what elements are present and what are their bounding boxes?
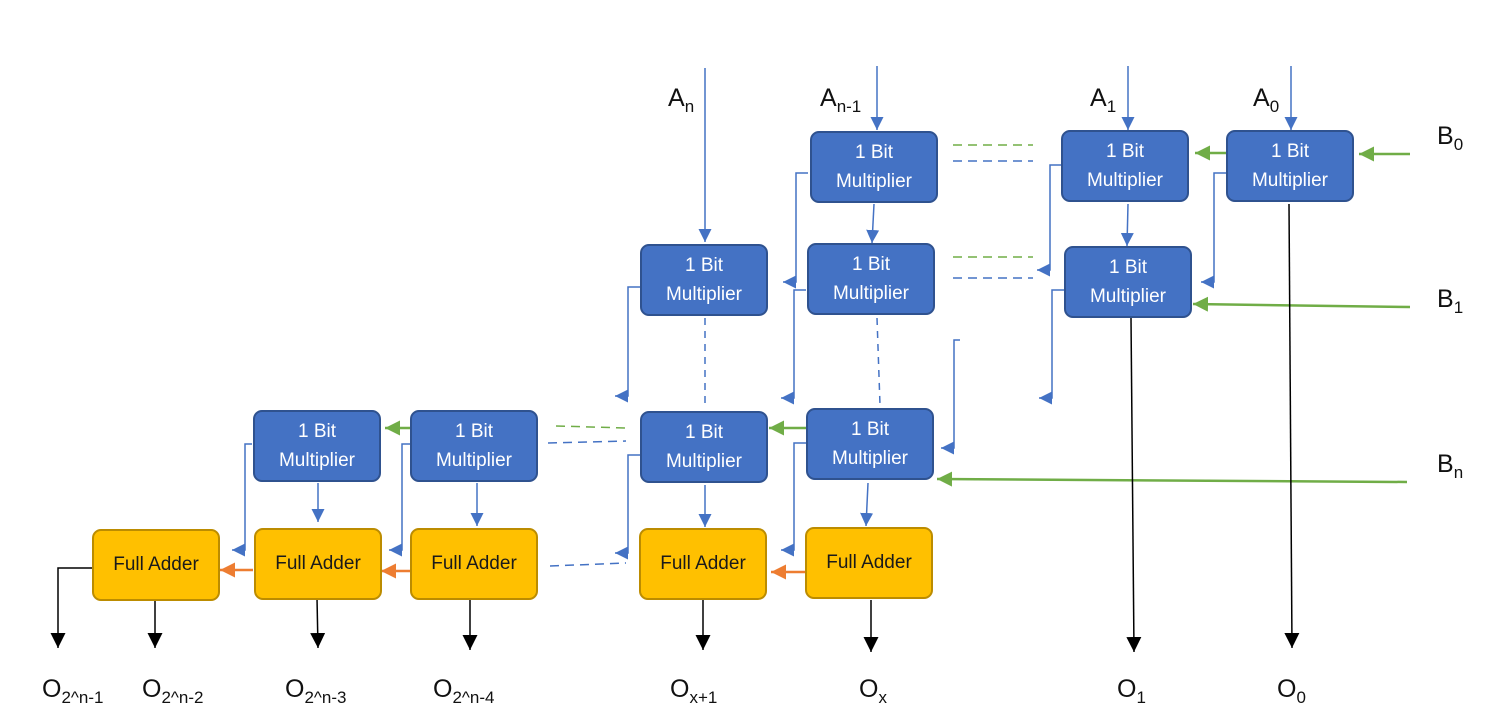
multiplier-label-line2: Multiplier <box>665 451 743 472</box>
full-adder-block: Full Adder <box>805 527 933 599</box>
multiplier-label-line2: Multiplier <box>665 284 743 305</box>
output-label: O1 <box>1117 675 1146 707</box>
multiplier-block: 1 Bit Multiplier <box>253 410 381 482</box>
multiplier-label-line2: Multiplier <box>278 450 356 471</box>
multiplier-label-line2: Multiplier <box>832 283 910 304</box>
output-label: O0 <box>1277 675 1306 707</box>
carry-wires <box>232 164 1228 560</box>
input-a-label: An <box>668 84 695 116</box>
multiplier-block: 1 Bit Multiplier <box>1061 130 1189 202</box>
multiplier-label-line1: 1 Bit <box>1108 257 1148 278</box>
multiplier-label-line2: Multiplier <box>835 171 913 192</box>
full-adder-block: Full Adder <box>410 528 538 600</box>
output-label: O2^n-1 <box>42 675 104 707</box>
dashed-vertical-wires <box>704 317 881 408</box>
multiplier-label-line1: 1 Bit <box>850 419 890 440</box>
input-a-label: An-1 <box>820 84 862 116</box>
multiplier-label-line1: 1 Bit <box>297 421 337 442</box>
multiplier-label-line2: Multiplier <box>1089 286 1167 307</box>
b-input-wires <box>385 145 1411 487</box>
full-adder-label: Full Adder <box>660 553 746 574</box>
full-adder-block: Full Adder <box>92 529 220 601</box>
multiplier-block: 1 Bit Multiplier <box>1226 130 1354 202</box>
multiplier-label-line1: 1 Bit <box>851 254 891 275</box>
input-a-label: A0 <box>1253 84 1280 116</box>
multiplier-block: 1 Bit Multiplier <box>806 408 934 480</box>
multiplier-block: 1 Bit Multiplier <box>810 131 938 203</box>
multiplier-label-line2: Multiplier <box>1086 170 1164 191</box>
output-label: Ox+1 <box>670 675 718 707</box>
multiplier-label-line2: Multiplier <box>435 450 513 471</box>
input-b-label: Bn <box>1437 450 1464 482</box>
multiplier-block: 1 Bit Multiplier <box>807 243 935 315</box>
output-label: O2^n-3 <box>285 675 347 707</box>
multiplier-label-line1: 1 Bit <box>454 421 494 442</box>
output-wires <box>50 203 1300 653</box>
multiplier-block: 1 Bit Multiplier <box>640 411 768 483</box>
full-adder-block: Full Adder <box>254 528 382 600</box>
output-label: O2^n-2 <box>142 675 204 707</box>
multiplier-block: 1 Bit Multiplier <box>1064 246 1192 318</box>
output-label: Ox <box>859 675 887 707</box>
input-b-label: B0 <box>1437 122 1464 154</box>
full-adder-label: Full Adder <box>826 552 912 573</box>
multiplier-label-line2: Multiplier <box>831 448 909 469</box>
input-a-label: A1 <box>1090 84 1117 116</box>
input-b-label: B1 <box>1437 285 1464 317</box>
multiplier-block: 1 Bit Multiplier <box>640 244 768 316</box>
adder-carry-wires <box>220 562 805 580</box>
multiplier-label-line1: 1 Bit <box>1105 141 1145 162</box>
vertical-blue-wires <box>311 203 1134 527</box>
a-input-wires <box>698 66 1298 242</box>
multiplier-label-line1: 1 Bit <box>684 422 724 443</box>
output-label: O2^n-4 <box>433 675 495 707</box>
dashed-horizontal-wires <box>547 144 1033 567</box>
multiplier-block: 1 Bit Multiplier <box>410 410 538 482</box>
multiplier-label-line1: 1 Bit <box>1270 141 1310 162</box>
full-adder-label: Full Adder <box>113 554 199 575</box>
multiplier-label-line1: 1 Bit <box>854 142 894 163</box>
multiplier-label-line2: Multiplier <box>1251 170 1329 191</box>
multiplier-label-line1: 1 Bit <box>684 255 724 276</box>
full-adder-label: Full Adder <box>431 553 517 574</box>
full-adder-block: Full Adder <box>639 528 767 600</box>
full-adder-label: Full Adder <box>275 553 361 574</box>
